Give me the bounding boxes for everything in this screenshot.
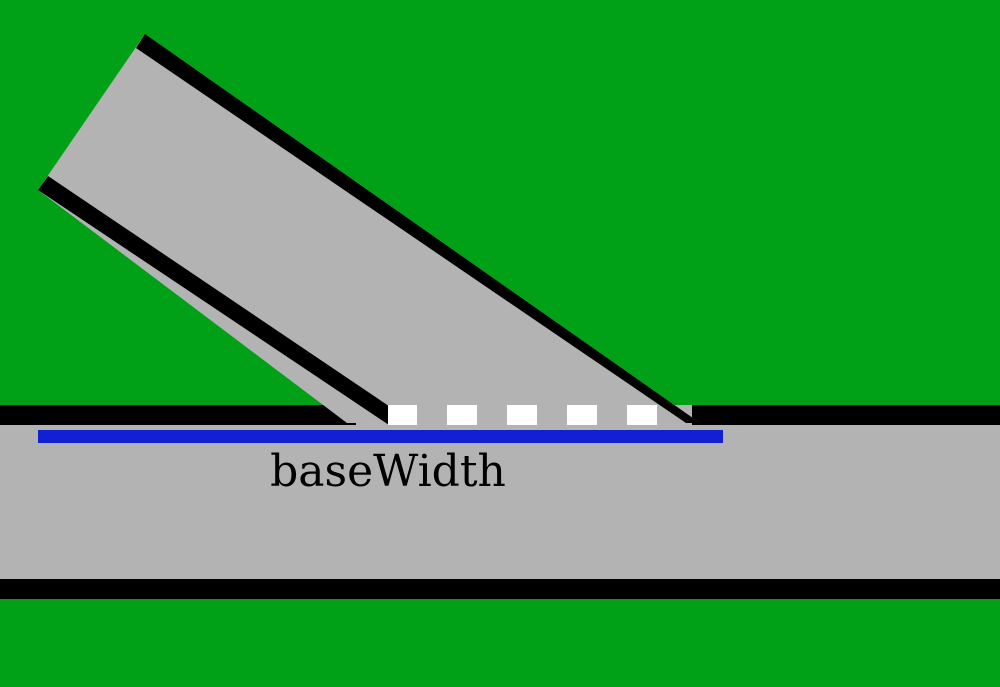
- main-road-top-edge-right: [692, 405, 1000, 425]
- dash-mark: [447, 405, 477, 425]
- base-width-measure-line: [38, 430, 723, 443]
- main-road-top-edge-left: [0, 405, 356, 425]
- junction-dashed-marking: [388, 405, 657, 425]
- main-road-bottom-edge: [0, 579, 1000, 599]
- dash-mark: [627, 405, 657, 425]
- dash-mark: [388, 405, 417, 425]
- dash-mark: [507, 405, 537, 425]
- branch-road-upper-edge: [136, 34, 700, 423]
- dash-mark: [567, 405, 597, 425]
- branch-road-surface: [38, 34, 700, 423]
- base-width-label: baseWidth: [270, 446, 506, 497]
- branch-road-lower-edge: [38, 176, 417, 425]
